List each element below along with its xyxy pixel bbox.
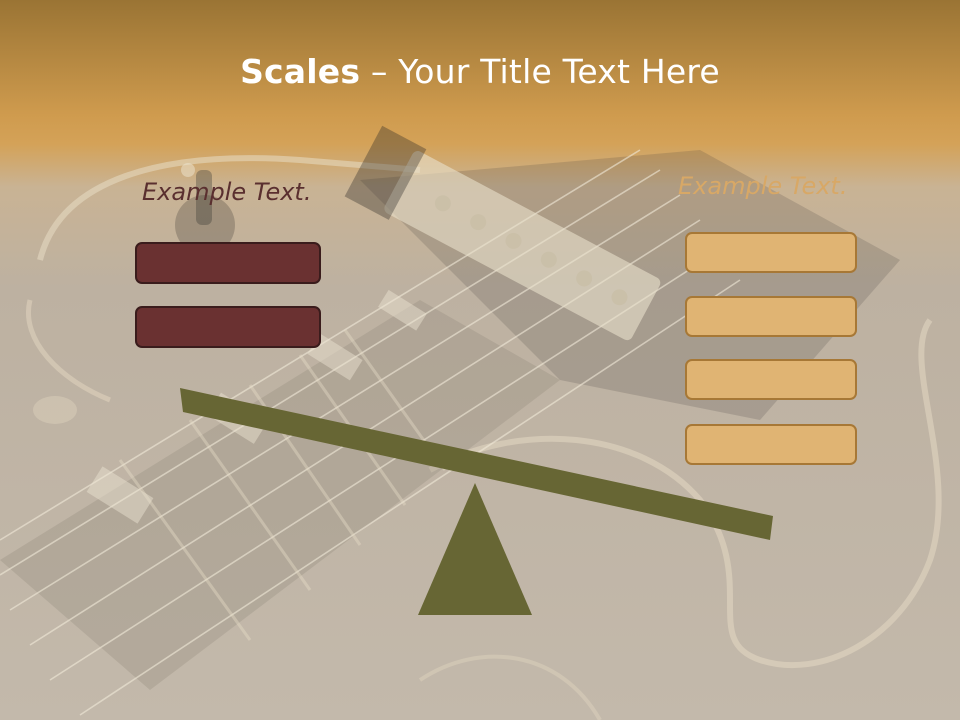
left-label: Example Text. (142, 178, 312, 206)
left-box-2 (135, 306, 321, 348)
slide-title: Scales – Your Title Text Here (0, 52, 960, 91)
scale-fulcrum (418, 483, 532, 615)
title-bold: Scales (240, 52, 361, 91)
scale-beam (180, 388, 773, 540)
right-box-2 (685, 296, 857, 337)
right-box-4 (685, 424, 857, 465)
right-box-1 (685, 232, 857, 273)
right-box-3 (685, 359, 857, 400)
left-box-1 (135, 242, 321, 284)
title-rest: – Your Title Text Here (360, 52, 720, 91)
right-label: Example Text. (678, 172, 848, 200)
